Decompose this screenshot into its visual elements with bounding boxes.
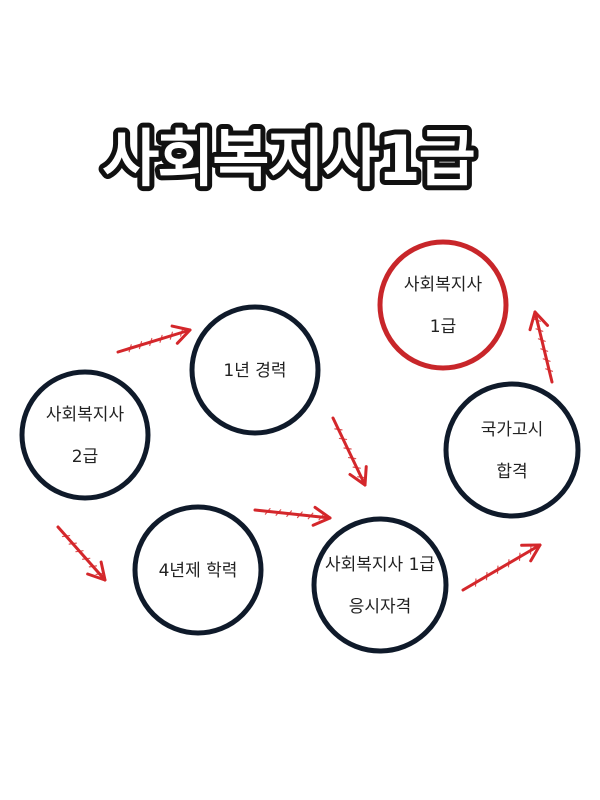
arrow-level2-to-experience: [116, 324, 192, 354]
node-label-degree-0: 4년제 학력: [159, 561, 238, 581]
arrows-layer: [56, 310, 554, 592]
node-label-eligibility-0: 사회복지사 1급: [325, 555, 435, 575]
node-level1: 사회복지사 1급: [377, 239, 509, 371]
node-circle-eligibility: [311, 516, 449, 654]
node-circle-exam: [443, 381, 581, 519]
arrow-degree-to-eligibility: [253, 505, 332, 527]
node-degree: 4년제 학력: [132, 504, 264, 636]
node-circle-degree: [132, 504, 264, 636]
node-label-eligibility-1: 응시자격: [349, 597, 412, 617]
node-label-level1-1: 1급: [430, 317, 456, 337]
node-label-level2-0: 사회복지사: [46, 405, 125, 425]
node-circle-experience: [189, 304, 321, 436]
node-label-exam-1: 합격: [496, 462, 527, 482]
arrow-experience-to-eligibility: [331, 416, 368, 487]
arrow-exam-to-level1: [528, 310, 554, 384]
page-title: 사회복지사1급: [102, 122, 473, 195]
node-label-level1-0: 사회복지사: [404, 275, 483, 295]
node-label-experience-0: 1년 경력: [223, 361, 286, 381]
node-level2: 사회복지사 2급: [19, 369, 151, 501]
node-label-exam-0: 국가고시: [481, 420, 544, 440]
arrow-level2-to-degree: [56, 525, 107, 582]
node-experience: 1년 경력: [189, 304, 321, 436]
node-circle-level1: [377, 239, 509, 371]
arrow-eligibility-to-exam: [461, 543, 542, 592]
node-label-level2-1: 2급: [72, 447, 98, 467]
node-circle-level2: [19, 369, 151, 501]
